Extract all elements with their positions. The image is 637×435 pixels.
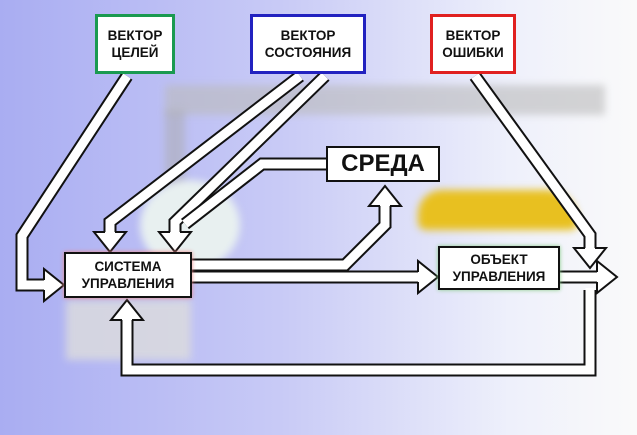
state-line2: СОСТОЯНИЯ <box>264 45 352 60</box>
background-car <box>418 190 578 230</box>
arrow-environment-to-system <box>181 157 328 230</box>
environment-box: СРЕДА <box>326 146 440 182</box>
arrowhead <box>43 266 66 304</box>
arrowhead <box>156 231 194 254</box>
system-line1: СИСТЕМА <box>94 259 162 274</box>
object-line1: ОБЪЕКТ <box>470 252 528 267</box>
arrow-system-to-environment <box>188 205 392 272</box>
arrowhead <box>108 298 146 321</box>
arrowhead <box>596 258 619 296</box>
arrowhead <box>417 258 440 296</box>
goals-line2: ЦЕЛЕЙ <box>111 45 159 60</box>
environment-label: СРЕДА <box>341 150 425 177</box>
error-line1: ВЕКТОР <box>445 28 501 43</box>
control-system-box: СИСТЕМА УПРАВЛЕНИЯ <box>64 252 192 298</box>
arrow-error-to-object <box>469 72 597 249</box>
state-vector-box: ВЕКТОР СОСТОЯНИЯ <box>250 14 366 74</box>
arrow-state-to-system-2 <box>168 71 330 233</box>
arrow-feedback <box>120 288 597 377</box>
control-object-box: ОБЪЕКТ УПРАВЛЕНИЯ <box>438 246 560 290</box>
arrowhead <box>91 231 129 254</box>
arrowhead <box>571 247 609 270</box>
error-vector-box: ВЕКТОР ОШИБКИ <box>430 14 516 74</box>
object-line2: УПРАВЛЕНИЯ <box>452 269 546 284</box>
arrowhead <box>366 184 404 207</box>
state-line1: ВЕКТОР <box>280 28 336 43</box>
arrow-state-to-system-1 <box>103 70 304 233</box>
system-line2: УПРАВЛЕНИЯ <box>81 276 175 291</box>
goals-vector-box: ВЕКТОР ЦЕЛЕЙ <box>95 14 175 74</box>
background-frame <box>165 85 605 115</box>
error-line2: ОШИБКИ <box>442 45 504 60</box>
goals-line1: ВЕКТОР <box>107 28 163 43</box>
arrow-goals-to-system <box>15 72 133 292</box>
